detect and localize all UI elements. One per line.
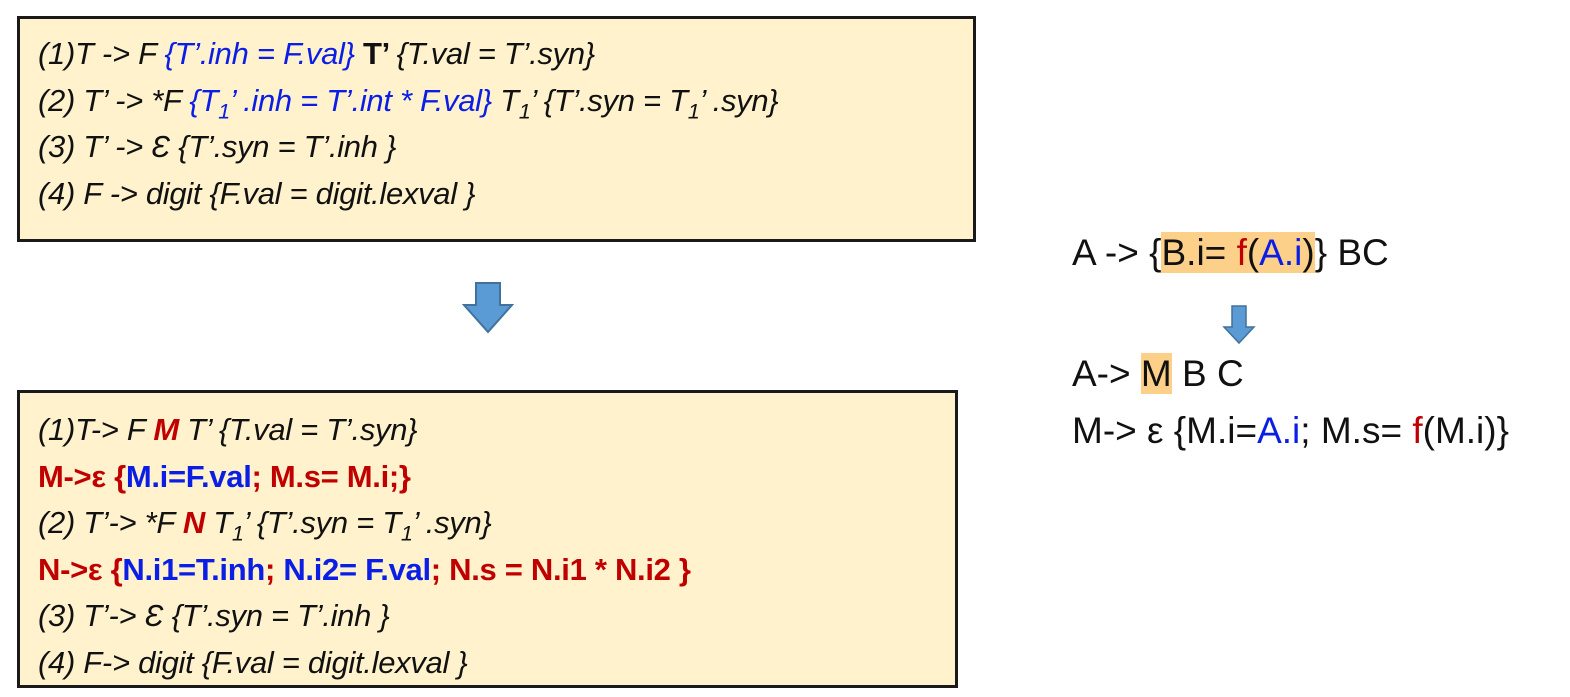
synthesized-assignment: ; N.s = N.i1 * N.i2 }: [430, 551, 691, 587]
inherited-assignment-2: N.i2= F.val: [283, 551, 431, 587]
side-example-marker-rule: M-> ε {M.i=A.i; M.s= f(M.i)}: [1072, 410, 1509, 452]
production-tail: } BC: [1314, 232, 1389, 273]
original-scheme-box: (1)T -> F {T’.inh = F.val} T’ {T.val = T…: [17, 16, 976, 242]
down-arrow-icon: [1222, 305, 1256, 345]
down-arrow-icon: [462, 282, 514, 334]
inherited-action: {T’.inh = F.val}: [164, 36, 355, 71]
nonterminal-t-prime: T’: [354, 36, 397, 71]
subscript: 1: [687, 98, 700, 124]
marker-m: M: [153, 412, 179, 447]
marker-m-rule: M->ε {M.i=F.val; M.s= M.i;}: [38, 454, 955, 501]
paren: ): [1302, 232, 1315, 273]
function-f: f: [1412, 410, 1423, 451]
rule-4: (4) F-> digit {F.val = digit.lexval }: [38, 644, 468, 680]
highlighted-marker: M: [1140, 353, 1172, 394]
rule-3: (3) T’ -> Ɛ {T’.syn = T’.inh }: [38, 129, 397, 164]
side-example-transformed: A-> M B C: [1072, 353, 1244, 395]
rule-4: (4) F -> digit {F.val = digit.lexval }: [38, 175, 476, 211]
rule-text: M-> ε {M.i=: [1072, 410, 1258, 451]
action-text: B.i=: [1161, 232, 1237, 273]
highlighted-action: B.i= f(A.i): [1161, 232, 1315, 273]
rule-text: T: [491, 82, 519, 118]
transformed-scheme-box: (1)T-> F M T’ {T.val = T’.syn} M->ε {M.i…: [17, 390, 958, 688]
rule-text: ’ .syn}: [699, 82, 779, 118]
rule-2: (2) T’ -> *F {T1’ .inh = T’.int * F.val}…: [38, 78, 973, 125]
rule-text: ; M.s=: [1300, 410, 1413, 451]
action-text: {T: [189, 82, 219, 118]
synthesized-assignment: ; M.s= M.i;}: [251, 458, 411, 494]
argument: A.i: [1259, 232, 1303, 273]
function-f: f: [1236, 232, 1247, 273]
argument: A.i: [1257, 410, 1301, 451]
rule-text: (2) T’-> *F: [38, 505, 183, 540]
marker-n-rule: N->ε {N.i1=T.inh; N.i2= F.val; N.s = N.i…: [38, 547, 955, 594]
rule-3: (3) T’-> Ɛ {T’.syn = T’.inh }: [38, 598, 390, 633]
marker-n: N: [182, 505, 205, 540]
action-text: ’ .inh = T’.int * F.val}: [229, 82, 492, 118]
rule-1: (1)T-> F M T’ {T.val = T’.syn}: [38, 407, 955, 454]
rule-text: ’ .syn}: [412, 505, 492, 540]
inherited-action: {T1’ .inh = T’.int * F.val}: [189, 82, 492, 122]
paren: (: [1246, 232, 1260, 273]
inherited-assignment: M.i=F.val: [125, 458, 252, 494]
rule-text: (M.i)}: [1422, 410, 1509, 451]
production-head: A->: [1072, 353, 1141, 394]
marker-production: M->ε {: [38, 458, 126, 494]
subscript: 1: [231, 520, 244, 546]
subscript: 1: [518, 98, 531, 124]
production-tail: B C: [1171, 353, 1244, 394]
production-head: A -> {: [1072, 232, 1162, 273]
rule-1: (1)T -> F {T’.inh = F.val} T’ {T.val = T…: [38, 31, 973, 78]
separator: ;: [264, 551, 284, 587]
rule-text: ’ {T’.syn = T: [243, 505, 401, 540]
synthesized-action: {T.val = T’.syn}: [396, 36, 596, 71]
marker-production: N->ε {: [38, 551, 123, 587]
rule-2: (2) T’-> *F N T1’ {T’.syn = T1’ .syn}: [38, 500, 955, 547]
rule-label: (1)T -> F: [38, 36, 165, 71]
side-example-original: A -> {B.i= f(A.i)} BC: [1072, 232, 1389, 274]
rule-text: T’ {T.val = T’.syn}: [178, 412, 418, 447]
rule-text: (1)T-> F: [38, 412, 154, 447]
rule-text: ’ {T’.syn = T: [530, 82, 688, 118]
subscript: 1: [218, 98, 230, 124]
rule-text: T: [204, 505, 232, 540]
rule-label: (2) T’ -> *F: [38, 82, 190, 118]
inherited-assignment-1: N.i1=T.inh: [122, 551, 265, 587]
subscript: 1: [400, 520, 413, 546]
